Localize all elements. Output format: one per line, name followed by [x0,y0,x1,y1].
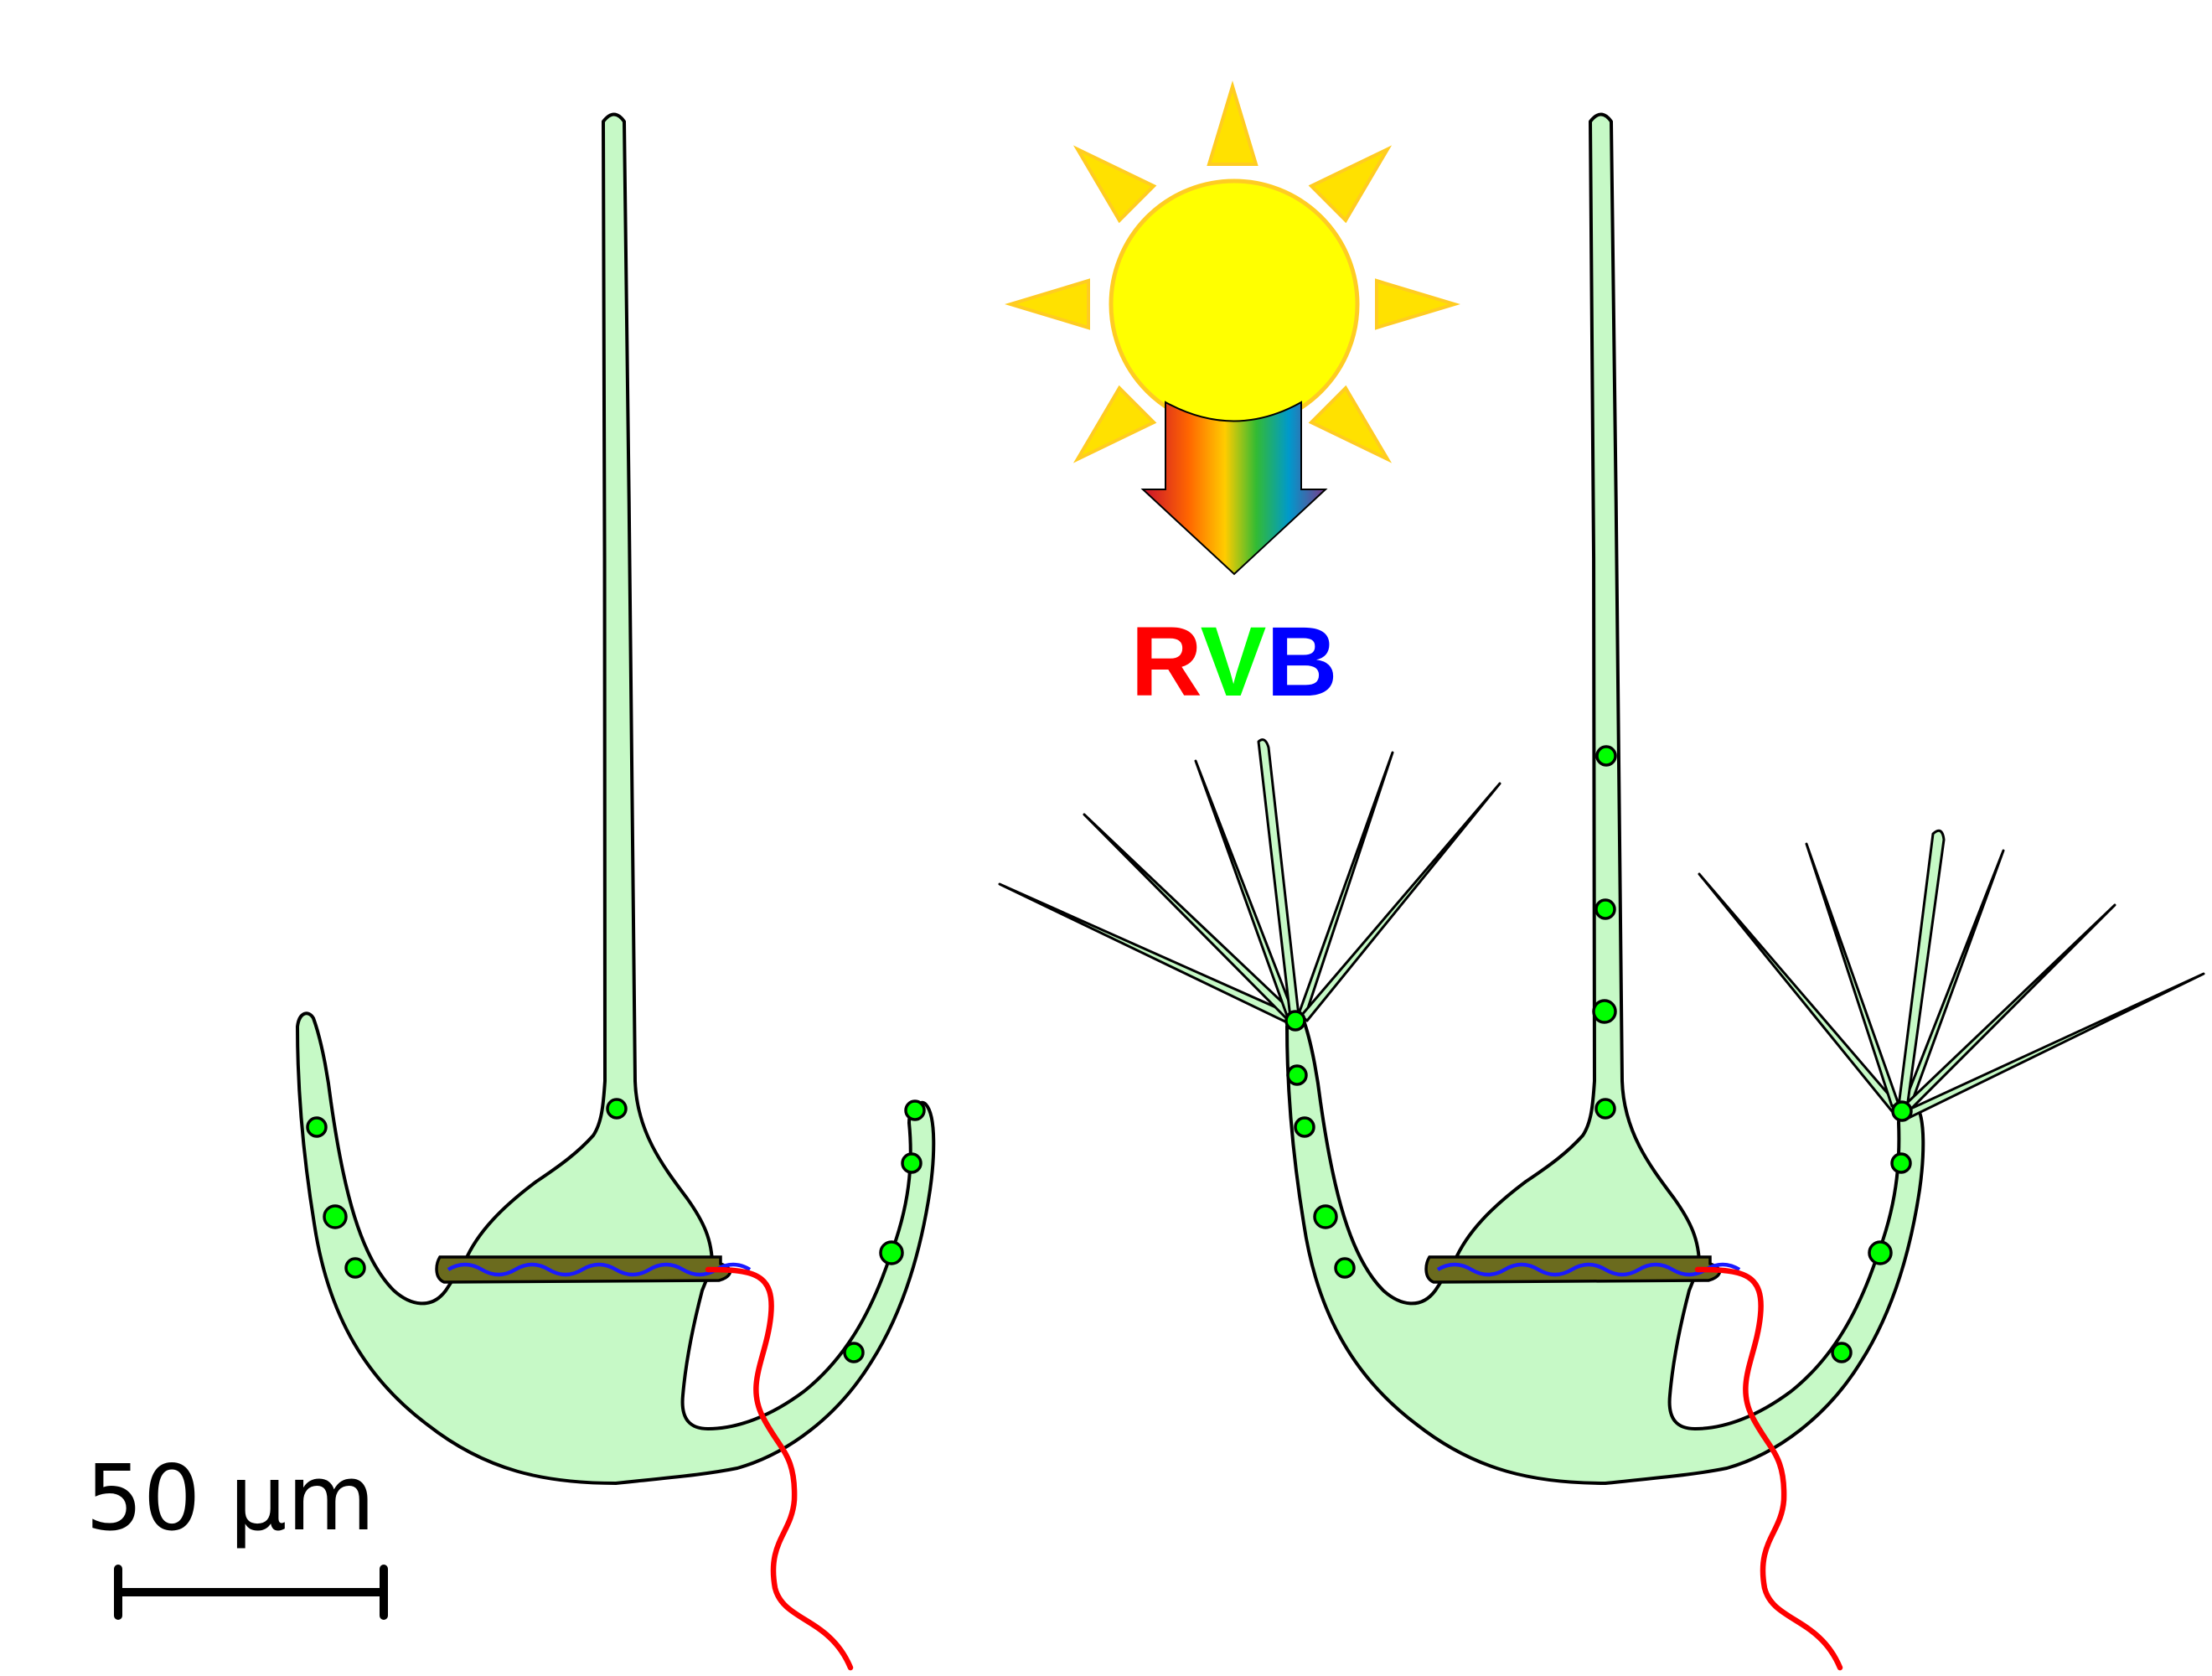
letter-v: V [1201,607,1267,717]
chloroplast [1284,1010,1306,1032]
spine [1300,782,1501,1022]
spine [1297,751,1394,1017]
chloroplast [843,1342,865,1363]
scale-bar: 50 µm [85,1446,388,1620]
chloroplast [1334,1257,1356,1279]
sun-ray [1072,145,1157,224]
sun-icon [1005,80,1460,463]
spine [1698,872,1900,1113]
chloroplast [879,1240,904,1265]
girdle-wave-left [447,1262,752,1277]
chloroplast [1868,1240,1893,1265]
chloroplast [1891,1100,1913,1122]
spine [1257,738,1300,1019]
spine [1083,813,1295,1021]
rgb-label: RVB [1130,607,1337,717]
chloroplast [1595,745,1617,767]
chloroplast [1592,999,1617,1024]
chloroplast [1831,1342,1853,1363]
chloroplast [1294,1116,1315,1138]
spine-cluster-left [998,738,1501,1032]
letter-b: B [1266,607,1337,717]
sun-ray [1072,385,1157,463]
spine [1902,903,2116,1113]
sun-ray [1308,145,1393,224]
chloroplast [901,1152,923,1174]
spine [1897,829,1946,1110]
sun-ray [1005,278,1090,330]
cell-body-left [296,112,936,1485]
chloroplast [306,1116,328,1138]
letter-r: R [1130,607,1200,717]
flagellum-right [1694,1266,1843,1671]
cell-right [998,112,2205,1671]
chloroplast [1890,1152,1912,1174]
chloroplast [344,1257,366,1279]
chloroplast [1594,1098,1616,1120]
girdle-wave-right [1436,1262,1741,1277]
chloroplast [1594,898,1616,920]
scale-bar-label: 50 µm [85,1446,375,1551]
chloroplast [1313,1204,1338,1229]
chloroplast [606,1098,628,1120]
chloroplast [1286,1064,1308,1086]
chloroplast [904,1099,926,1121]
chloroplast [323,1204,348,1229]
cell-left [296,112,936,1671]
cell-body-right [1285,112,1925,1485]
sun-ray [1207,80,1258,166]
flagellum-left [705,1266,854,1671]
sun-ray [1308,385,1393,463]
sun-ray [1375,278,1460,330]
sun-disc [1109,178,1360,430]
spine-cluster-right [1698,829,2205,1122]
spine [1805,842,1900,1108]
light-arrow [1140,401,1328,576]
